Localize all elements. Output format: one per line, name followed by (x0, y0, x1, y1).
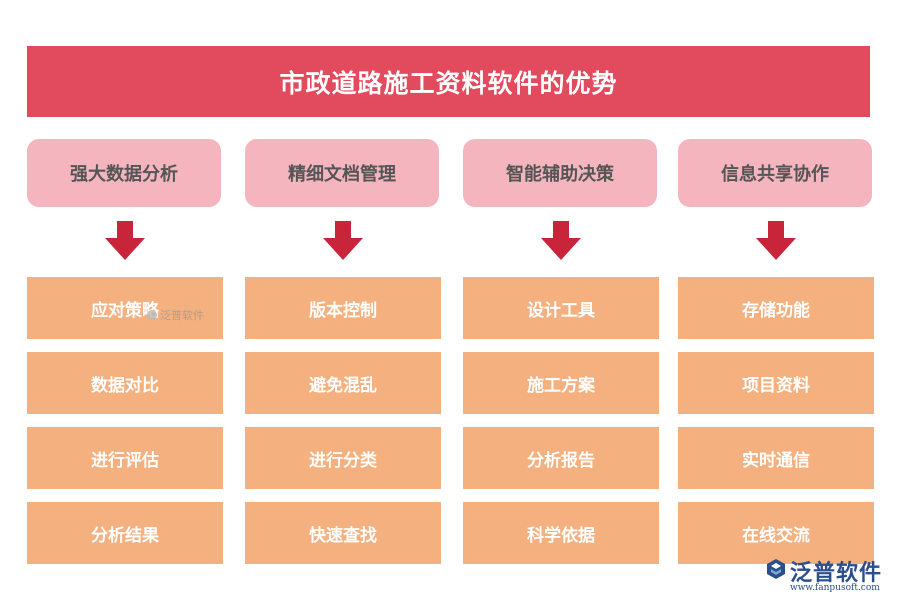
item-box: 分析结果 (27, 502, 223, 564)
item-box: 分析报告 (463, 427, 659, 489)
item-box: 应对策略 泛普软件 (27, 277, 223, 339)
column-decision-support: 智能辅助决策 设计工具 施工方案 分析报告 科学依据 (463, 139, 659, 564)
item-box: 数据对比 (27, 352, 223, 414)
diagram-title: 市政道路施工资料软件的优势 (27, 46, 870, 117)
column-header: 智能辅助决策 (463, 139, 657, 207)
item-box: 进行评估 (27, 427, 223, 489)
item-label: 在线交流 (742, 525, 810, 546)
item-box: 施工方案 (463, 352, 659, 414)
down-arrow-icon (105, 221, 145, 261)
fanpu-logo: 泛普软件 www.fanpusoft.com (764, 554, 888, 594)
item-box: 进行分类 (245, 427, 441, 489)
fanpu-logo-icon (767, 559, 785, 579)
column-header: 信息共享协作 (678, 139, 872, 207)
item-box: 科学依据 (463, 502, 659, 564)
item-box: 设计工具 (463, 277, 659, 339)
item-label: 实时通信 (742, 450, 810, 471)
column-data-analysis: 强大数据分析 应对策略 泛普软件 数据对比 进行评估 分析结果 (27, 139, 223, 564)
item-label: 进行分类 (309, 450, 377, 471)
item-box: 存储功能 (678, 277, 874, 339)
item-label: 版本控制 (309, 300, 377, 321)
column-info-sharing: 信息共享协作 存储功能 项目资料 实时通信 在线交流 (678, 139, 874, 564)
item-label: 快速查找 (309, 525, 377, 546)
item-box: 项目资料 (678, 352, 874, 414)
down-arrow-icon (541, 221, 581, 261)
item-label: 施工方案 (527, 375, 595, 396)
column-header: 精细文档管理 (245, 139, 439, 207)
item-box: 在线交流 (678, 502, 874, 564)
item-box: 快速查找 (245, 502, 441, 564)
watermark-small: 泛普软件 (147, 307, 204, 323)
item-label: 分析报告 (527, 450, 595, 471)
item-label: 存储功能 (742, 300, 810, 321)
item-label: 科学依据 (527, 525, 595, 546)
down-arrow-icon (323, 221, 363, 261)
watermark-logo-icon (147, 310, 157, 320)
item-label: 数据对比 (91, 375, 159, 396)
logo-name: 泛普软件 (790, 561, 883, 586)
item-label: 分析结果 (91, 525, 159, 546)
item-box: 版本控制 (245, 277, 441, 339)
item-label: 避免混乱 (309, 375, 377, 396)
down-arrow-icon (756, 221, 796, 261)
column-document-management: 精细文档管理 版本控制 避免混乱 进行分类 快速查找 (245, 139, 441, 564)
item-box: 避免混乱 (245, 352, 441, 414)
item-label: 设计工具 (527, 300, 595, 321)
column-header: 强大数据分析 (27, 139, 221, 207)
item-label: 项目资料 (742, 375, 810, 396)
logo-url: www.fanpusoft.com (790, 583, 880, 593)
item-label: 应对策略 (91, 300, 159, 321)
item-box: 实时通信 (678, 427, 874, 489)
item-label: 进行评估 (91, 450, 159, 471)
